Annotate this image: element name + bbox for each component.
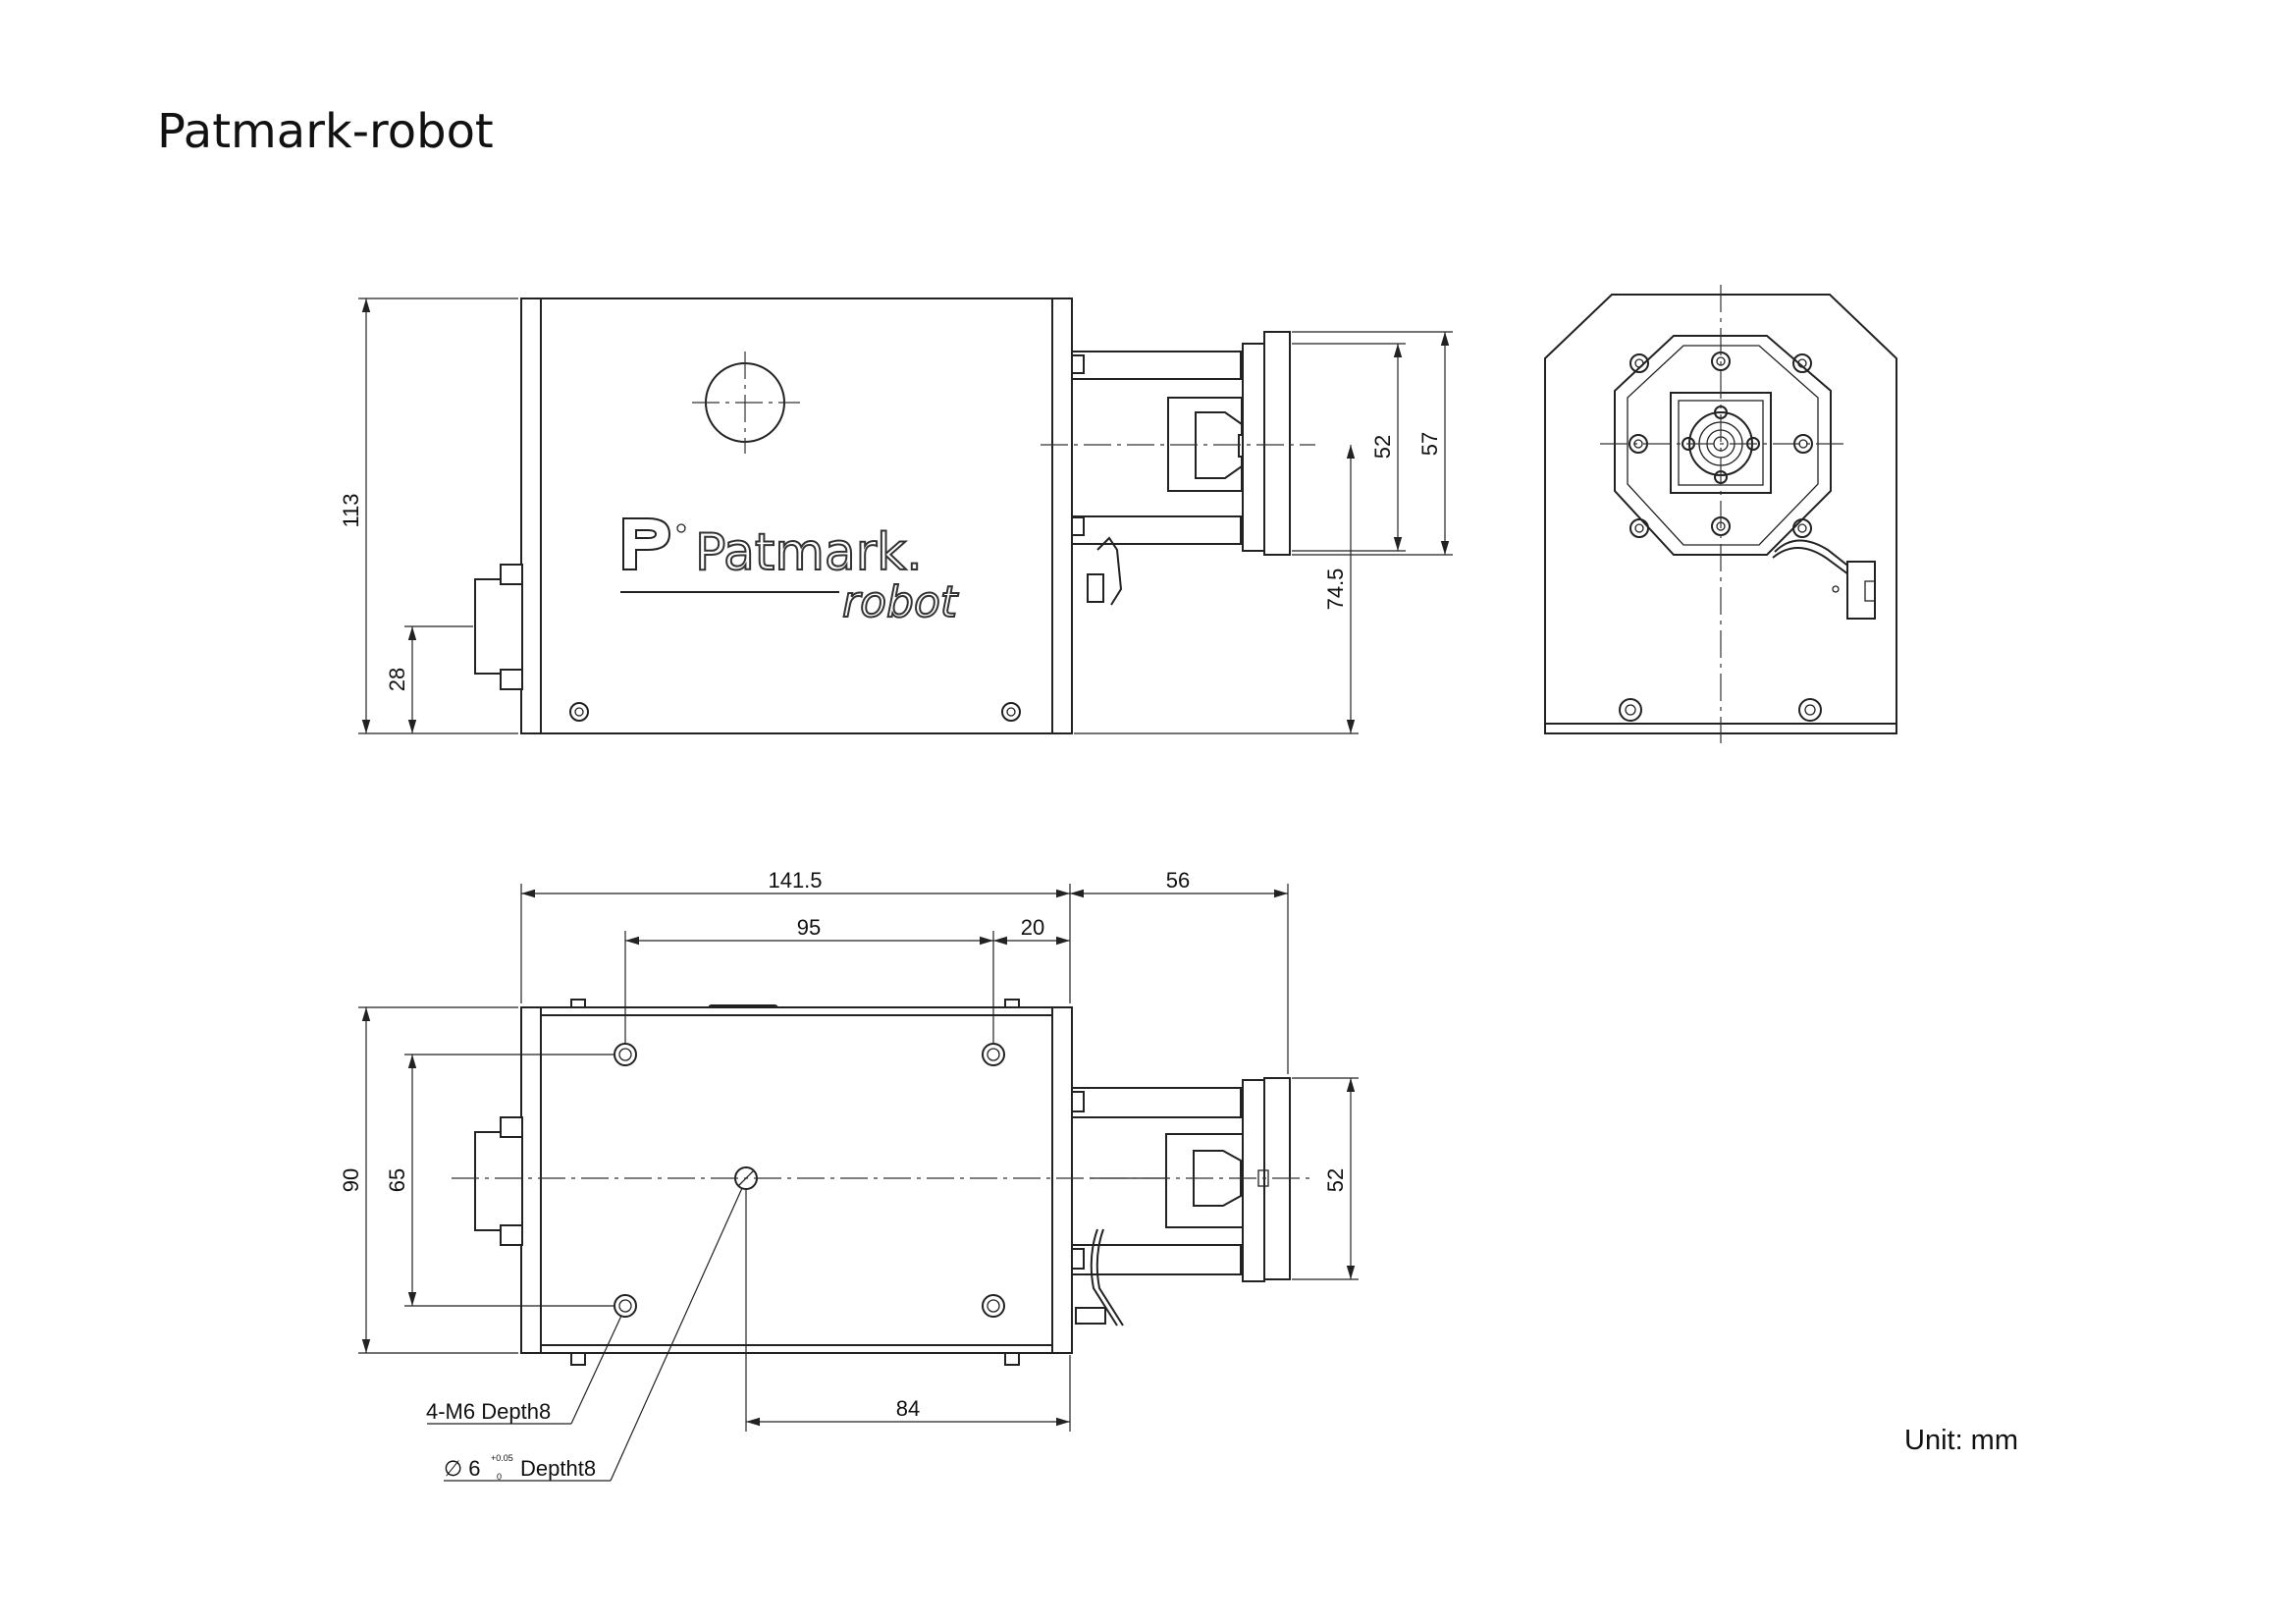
top-connector	[474, 1116, 523, 1246]
logo-sub-text: robot	[842, 577, 959, 627]
front-body	[520, 298, 1071, 734]
dim-extension: 56	[1166, 868, 1190, 893]
top-body	[520, 1006, 1071, 1354]
dim-body-length: 141.5	[768, 868, 822, 893]
front-flange	[1242, 343, 1265, 552]
side-cable	[1772, 539, 1876, 620]
dim-outer-flange: 57	[1417, 432, 1442, 456]
dim-hole-spacing-y: 65	[385, 1168, 409, 1192]
dim-inner-flange: 52	[1370, 435, 1395, 459]
note-pin-tolerance-lower: 0	[497, 1472, 502, 1482]
note-pin-tolerance-upper: +0.05	[491, 1453, 513, 1463]
dim-axis-height: 74.5	[1323, 568, 1348, 611]
dim-width-total: 90	[339, 1168, 363, 1192]
note-pin-depth: Deptht8	[520, 1456, 596, 1481]
side-view	[1544, 285, 1897, 743]
dim-connector-height: 28	[385, 668, 409, 691]
unit-label: Unit: mm	[1904, 1425, 2018, 1456]
top-view: 141.5 56 95 20 90 65 52 84	[339, 868, 1359, 1482]
top-m6-holes	[614, 1043, 1005, 1318]
front-extension	[1071, 331, 1291, 606]
front-connector	[474, 564, 523, 690]
front-logo: Patmark. robot	[620, 517, 960, 628]
note-m6-threads: 4-M6 Depth8	[426, 1399, 551, 1424]
dim-flange: 52	[1323, 1168, 1348, 1192]
front-left-plate	[520, 298, 542, 734]
top-extension	[1071, 1077, 1291, 1326]
front-right-plate	[1051, 298, 1073, 734]
logo-brand-text: Patmark.	[695, 523, 923, 582]
drawing-title: Patmark-robot	[157, 104, 494, 159]
top-flange	[1242, 1079, 1265, 1282]
note-pin-diameter: ∅ 6	[444, 1456, 481, 1481]
front-bottom-screws	[569, 702, 1021, 722]
dim-hole-spacing-x: 95	[797, 915, 821, 940]
front-view: Patmark. robot	[339, 298, 1453, 734]
dim-height-total: 113	[339, 493, 363, 527]
dim-pin-position: 84	[896, 1396, 920, 1421]
dim-hole-offset: 20	[1021, 915, 1044, 940]
